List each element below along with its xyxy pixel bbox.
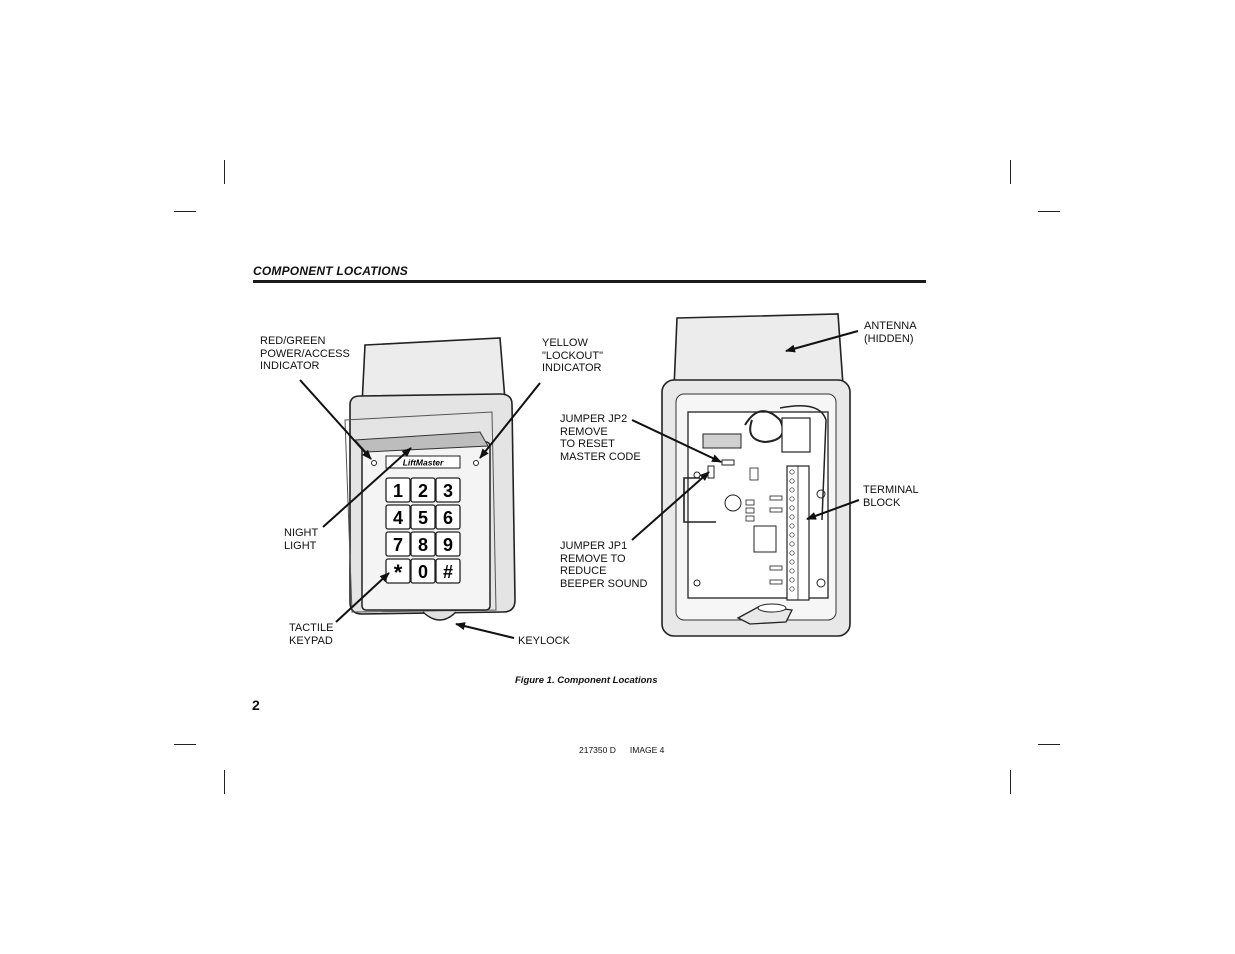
doc-number: 217350 D bbox=[579, 745, 616, 755]
svg-text:9: 9 bbox=[443, 535, 453, 555]
crop-mark bbox=[224, 770, 225, 794]
section-rule bbox=[253, 280, 926, 283]
svg-text:5: 5 bbox=[418, 508, 428, 528]
svg-text:8: 8 bbox=[418, 535, 428, 555]
brand-logo: LiftMaster bbox=[403, 458, 444, 468]
crop-mark bbox=[174, 744, 196, 745]
figure-caption: Figure 1. Component Locations bbox=[515, 675, 658, 686]
crop-mark bbox=[1038, 744, 1060, 745]
crop-mark bbox=[1038, 211, 1060, 212]
crop-mark bbox=[174, 211, 196, 212]
keylock-cylinder bbox=[422, 611, 457, 621]
key: 3 bbox=[435, 477, 461, 503]
label-yellow-lockout-indicator: YELLOW "LOCKOUT" INDICATOR bbox=[542, 337, 603, 374]
section-title: COMPONENT LOCATIONS bbox=[253, 264, 408, 278]
key: 6 bbox=[435, 504, 461, 530]
label-jumper-jp2: JUMPER JP2 REMOVE TO RESET MASTER CODE bbox=[560, 413, 641, 463]
key: 5 bbox=[410, 504, 436, 530]
label-antenna: ANTENNA (HIDDEN) bbox=[864, 320, 917, 345]
svg-text:1: 1 bbox=[393, 481, 403, 501]
key: 4 bbox=[385, 504, 411, 530]
svg-text:4: 4 bbox=[393, 508, 403, 528]
leader-arrows bbox=[299, 330, 860, 639]
key: # bbox=[435, 558, 461, 584]
key: 1 bbox=[385, 477, 411, 503]
label-red-green-indicator: RED/GREEN POWER/ACCESS INDICATOR bbox=[260, 335, 350, 372]
key: 2 bbox=[410, 477, 436, 503]
label-terminal-block: TERMINAL BLOCK bbox=[863, 484, 919, 509]
crop-mark bbox=[1010, 160, 1011, 184]
page-number: 2 bbox=[252, 697, 260, 713]
svg-text:#: # bbox=[443, 562, 453, 582]
red-green-led bbox=[371, 460, 377, 466]
key: * bbox=[385, 558, 411, 585]
key: 0 bbox=[410, 558, 436, 584]
label-night-light: NIGHT LIGHT bbox=[284, 527, 319, 552]
key: 7 bbox=[385, 531, 411, 557]
label-jumper-jp1: JUMPER JP1 REMOVE TO REDUCE BEEPER SOUND bbox=[560, 540, 648, 590]
footer: 217350 D IMAGE 4 bbox=[579, 745, 664, 755]
antenna-coil bbox=[744, 410, 784, 444]
svg-text:7: 7 bbox=[393, 535, 403, 555]
crop-mark bbox=[224, 160, 225, 184]
label-keylock: KEYLOCK bbox=[518, 635, 570, 647]
crop-mark bbox=[1010, 770, 1011, 794]
yellow-led bbox=[473, 460, 479, 466]
jumper-jp2 bbox=[721, 459, 735, 466]
svg-text:6: 6 bbox=[443, 508, 453, 528]
key: 9 bbox=[435, 531, 461, 557]
svg-text:0: 0 bbox=[418, 562, 428, 582]
open-unit bbox=[661, 313, 851, 637]
svg-text:2: 2 bbox=[418, 481, 428, 501]
label-tactile-keypad: TACTILE KEYPAD bbox=[289, 622, 334, 647]
image-ref: IMAGE 4 bbox=[629, 745, 665, 755]
key: 8 bbox=[410, 531, 436, 557]
svg-text:3: 3 bbox=[443, 481, 453, 501]
keypad-keys: 1 2 3 4 5 6 7 8 9 * 0 # bbox=[385, 477, 461, 585]
svg-text:*: * bbox=[394, 560, 403, 585]
